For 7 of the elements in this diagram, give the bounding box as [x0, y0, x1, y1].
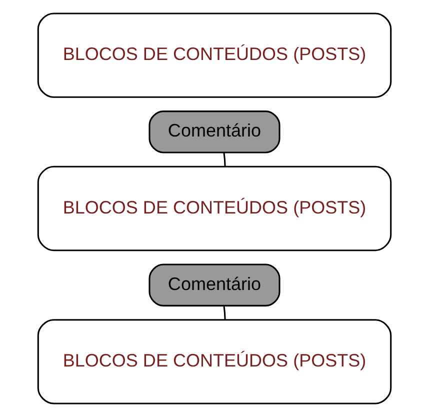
connector: [222, 152, 226, 166]
node-box: Comentário: [148, 110, 280, 154]
node-box: Comentário: [148, 264, 280, 306]
node-box: BLOCOS DE CONTEÚDOS (POSTS): [36, 319, 392, 404]
connector: [222, 306, 226, 320]
node-box: BLOCOS DE CONTEÚDOS (POSTS): [36, 12, 392, 98]
node-box: BLOCOS DE CONTEÚDOS (POSTS): [36, 166, 392, 252]
